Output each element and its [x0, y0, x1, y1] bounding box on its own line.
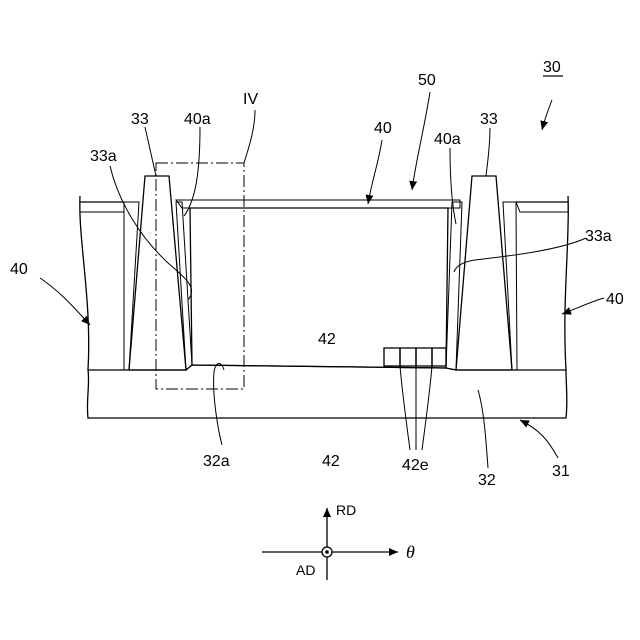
- electrodes-42e: [384, 348, 446, 366]
- axis-theta-label: θ: [406, 542, 415, 562]
- axis-rd-label: RD: [336, 502, 356, 518]
- axis-ad-label: AD: [296, 562, 315, 578]
- label-31: 31: [552, 463, 570, 480]
- label-33a-left: 33a: [90, 148, 117, 165]
- label-42e: 42e: [402, 457, 429, 474]
- base-substrate: [87, 365, 566, 418]
- rib-left: [129, 176, 186, 370]
- label-42-bottom: 42: [322, 453, 340, 470]
- reference-labels: 30 50 40 33 40a IV 40a 33 33a 33a 40 40 …: [10, 59, 624, 489]
- leader-lines: [40, 92, 604, 468]
- detail-box-IV: [156, 163, 244, 389]
- label-40a-right: 40a: [434, 131, 461, 148]
- label-33-right: 33: [480, 111, 498, 128]
- label-32a: 32a: [203, 453, 230, 470]
- label-33a-right: 33a: [585, 228, 612, 245]
- label-33-left: 33: [131, 111, 149, 128]
- label-40a-left: 40a: [184, 111, 211, 128]
- label-IV: IV: [243, 91, 258, 108]
- label-40-left: 40: [10, 261, 28, 278]
- label-40-top: 40: [374, 120, 392, 137]
- label-42: 42: [318, 331, 336, 348]
- label-32: 32: [478, 472, 496, 489]
- label-40-right: 40: [606, 291, 624, 308]
- axis-indicator: RD θ AD: [262, 502, 415, 580]
- label-30: 30: [543, 59, 561, 76]
- label-50: 50: [418, 72, 436, 89]
